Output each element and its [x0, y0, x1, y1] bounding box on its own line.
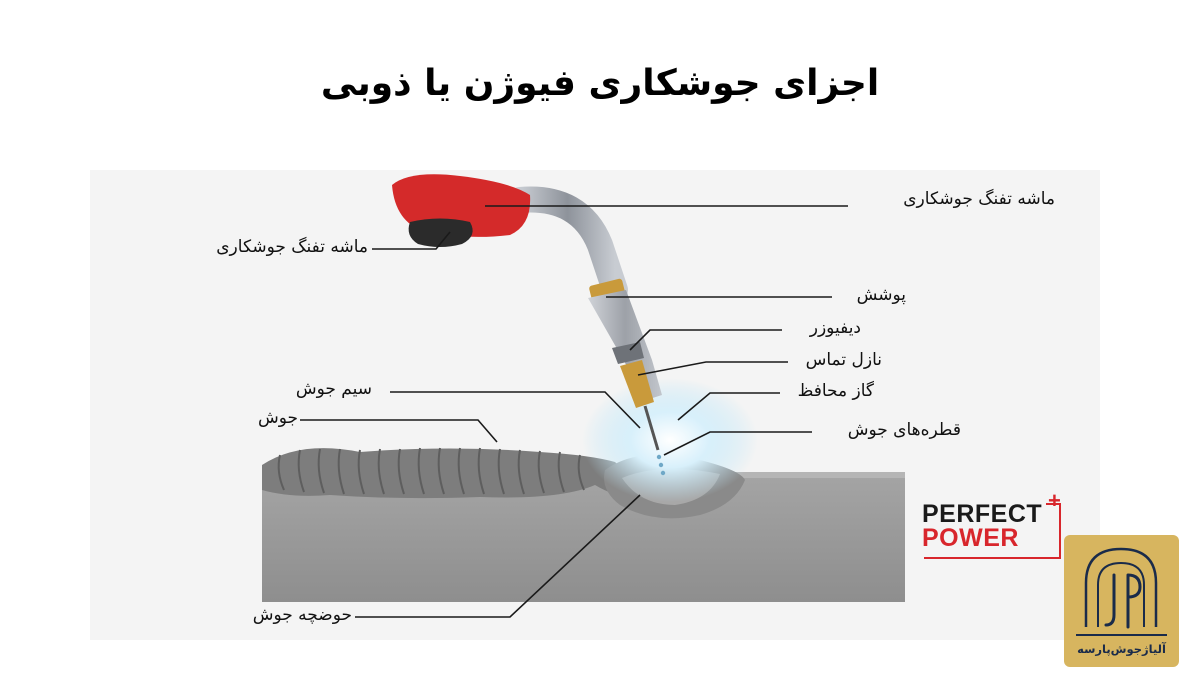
trigger-grip: [408, 218, 473, 247]
shielding-gas-glow: [582, 378, 758, 502]
label-trigger-left: ماشه تفنگ جوشکاری: [216, 237, 368, 257]
aliaj-monogram-icon: [1076, 547, 1167, 636]
weld-droplets: [656, 454, 666, 476]
diffuser-ring: [612, 342, 644, 364]
plus-icon: +: [1048, 488, 1061, 513]
contact-tip: [620, 360, 654, 408]
torch-gooseneck: [507, 186, 628, 303]
aliaj-badge-text: آلیاژجوش‌پارسه: [1077, 641, 1166, 656]
perfect-power-frame: [924, 503, 1061, 559]
leader-weld-droplets: [663, 431, 812, 456]
weld-bead-ripples: [277, 447, 585, 495]
leader-trigger-left: [372, 231, 451, 250]
label-trigger-right: ماشه تفنگ جوشکاری: [903, 189, 1055, 209]
leader-weld-wire: [390, 391, 641, 429]
label-weld-droplets: قطره‌های جوش: [847, 420, 961, 440]
label-shielding-gas: گاز محافظ: [797, 381, 874, 401]
label-contact-nozzle: نازل تماس: [805, 350, 882, 370]
weld-wire: [643, 405, 660, 451]
perfect-power-logo: PERFECT POWER +: [920, 490, 1070, 566]
leader-shielding-gas: [677, 392, 780, 421]
leader-contact-nozzle: [637, 361, 788, 376]
perfect-power-line2: POWER: [922, 524, 1019, 552]
label-coating: پوشش: [856, 285, 906, 305]
leader-weld-pool: [355, 494, 641, 618]
aliaj-badge-logo: آلیاژجوش‌پارسه: [1064, 535, 1179, 667]
page-title: اجزای جوشکاری فیوژن یا ذوبی: [320, 63, 880, 104]
label-weld-pool: حوضچه جوش: [252, 605, 352, 625]
leader-weld: [300, 419, 498, 443]
base-plate: [262, 476, 905, 602]
leader-lines: [300, 205, 848, 618]
leader-diffuser: [629, 329, 782, 351]
perfect-power-line1: PERFECT: [922, 500, 1043, 528]
label-weld-wire: سیم جوش: [295, 379, 372, 399]
label-weld: جوش: [257, 408, 298, 428]
label-diffuser: دیفیوزر: [809, 318, 861, 338]
